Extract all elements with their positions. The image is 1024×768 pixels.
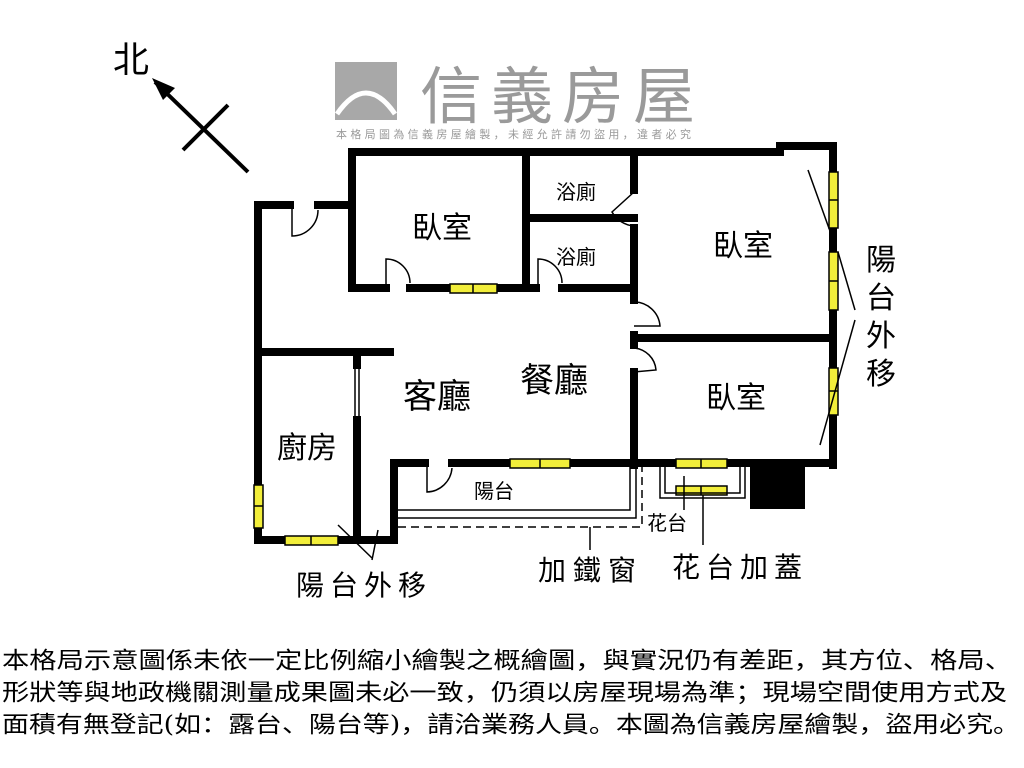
watermark-brand: 信義房屋: [420, 60, 695, 133]
watermark-notice: 本格局圖為信義房屋繪製，未經允許請勿盜用，違者必究: [336, 127, 691, 141]
disclaimer-line-1: 本格局示意圖係未依一定比例縮小繪製之概繪圖，與實況仍有差距，其方位、格局、: [2, 648, 1012, 674]
label-bedroom-2: 臥室: [713, 229, 773, 264]
annotation-balcony-moved-2: 台: [866, 281, 896, 316]
disclaimer-line-3: 面積有無登記(如：露台、陽台等)，請洽業務人員。本圖為信義房屋繪製，盜用必究。: [2, 712, 1020, 738]
annotation-balcony-moved-3: 外: [866, 319, 896, 354]
annotation-planter-covered: 花台加蓋: [672, 551, 802, 584]
disclaimer: 本格局示意圖係未依一定比例縮小繪製之概繪圖，與實況仍有差距，其方位、格局、 形狀…: [2, 648, 1020, 738]
annotation-iron-window: 加鐵窗: [538, 554, 636, 587]
annotation-lines: [337, 169, 856, 561]
room-labels: 臥室 臥室 臥室 浴廁 浴廁 客廳 餐廳 廚房 陽台 花台: [277, 180, 773, 535]
north-arrow: 北: [113, 40, 250, 174]
label-bathroom-1: 浴廁: [556, 180, 596, 204]
column: [750, 463, 805, 509]
walls: [254, 142, 837, 544]
label-bedroom-3: 臥室: [706, 381, 766, 416]
annotation-balcony-moved-4: 移: [866, 357, 896, 392]
label-bedroom-1: 臥室: [412, 211, 472, 246]
watermark: 信義房屋 本格局圖為信義房屋繪製，未經允許請勿盜用，違者必究: [334, 60, 695, 141]
label-planter: 花台: [647, 511, 687, 535]
disclaimer-line-2: 形狀等與地政機關測量成果圖未必一致，仍須以房屋現場為準；現場空間使用方式及: [2, 680, 1007, 706]
label-living-room: 客廳: [403, 377, 471, 417]
windows: [253, 171, 839, 546]
annotation-balcony-moved-bottom: 陽台外移: [296, 569, 426, 602]
annotations: 陽 台 外 移 陽台外移 加鐵窗 花台加蓋: [296, 243, 896, 602]
north-label: 北: [113, 40, 149, 81]
label-bathroom-2: 浴廁: [556, 245, 596, 269]
label-kitchen: 廚房: [277, 431, 337, 466]
label-dining-room: 餐廳: [520, 361, 588, 401]
doors: [291, 191, 661, 493]
label-balcony: 陽台: [474, 479, 514, 503]
annotation-balcony-moved-1: 陽: [866, 243, 896, 278]
